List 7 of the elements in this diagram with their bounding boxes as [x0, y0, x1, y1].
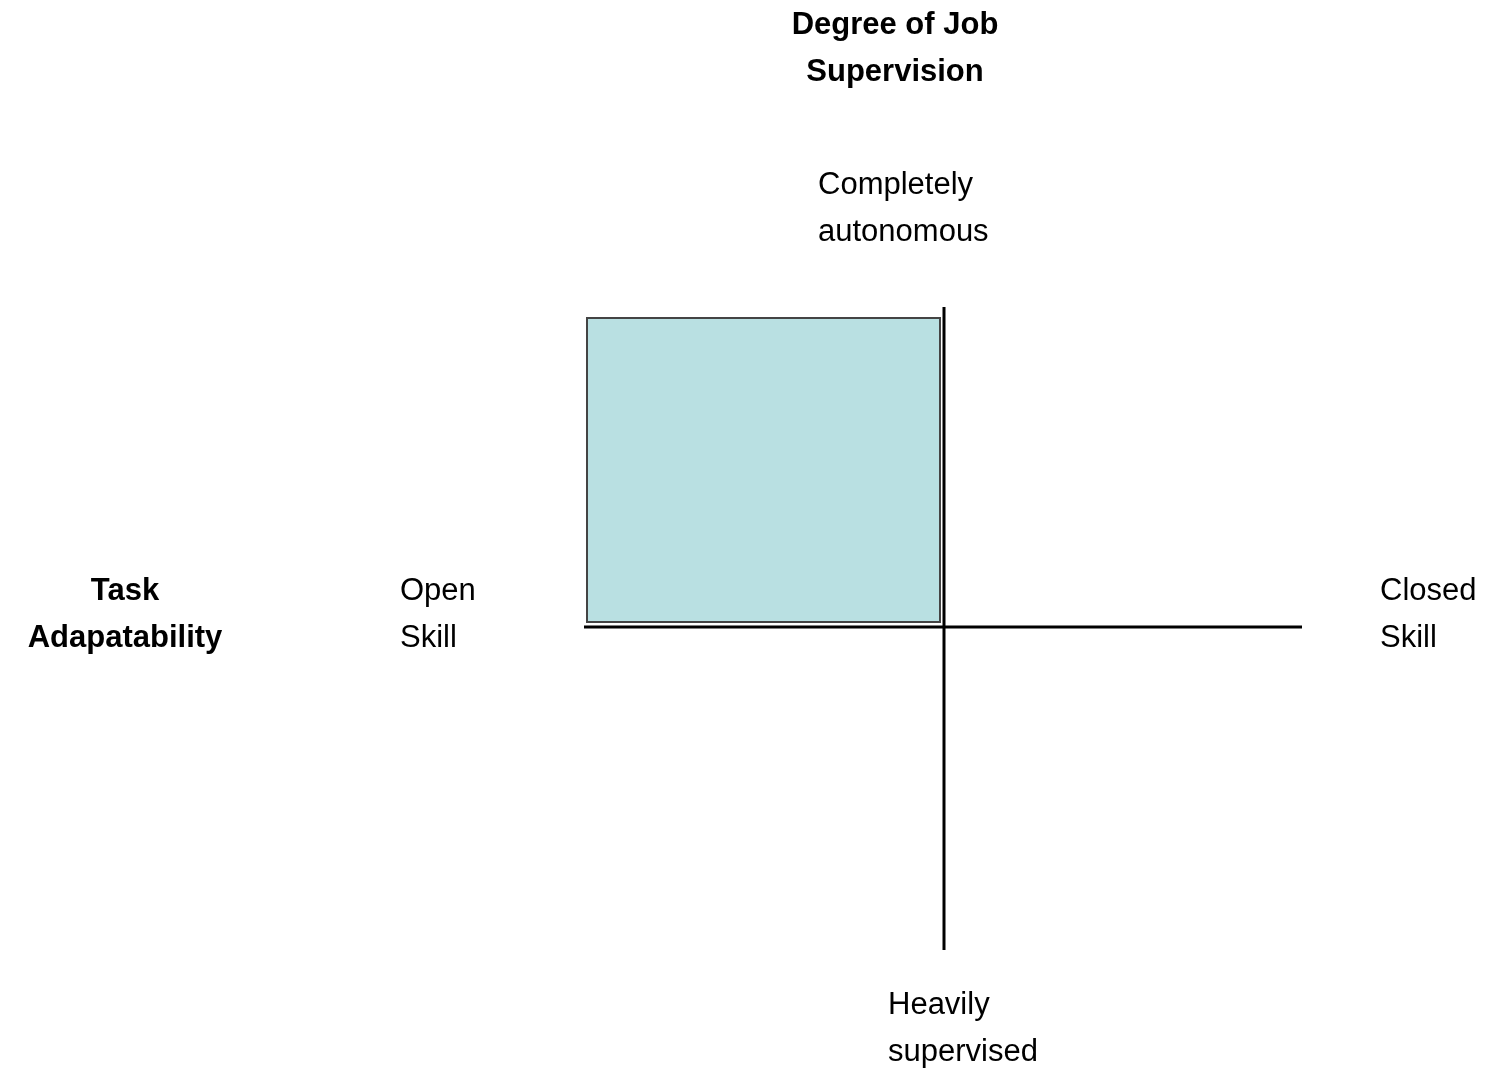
axis-title: Task Adapatability [26, 571, 224, 656]
axis-end-label: Completely autonomous [818, 165, 990, 250]
axis-end-label: Closed Skill [1380, 571, 1478, 656]
axis-end-label: Open Skill [400, 571, 477, 656]
axis-end-label: Heavily supervised [888, 985, 1039, 1068]
shaded-quadrant [586, 317, 941, 623]
axis-title: Degree of Job Supervision [790, 5, 1000, 90]
